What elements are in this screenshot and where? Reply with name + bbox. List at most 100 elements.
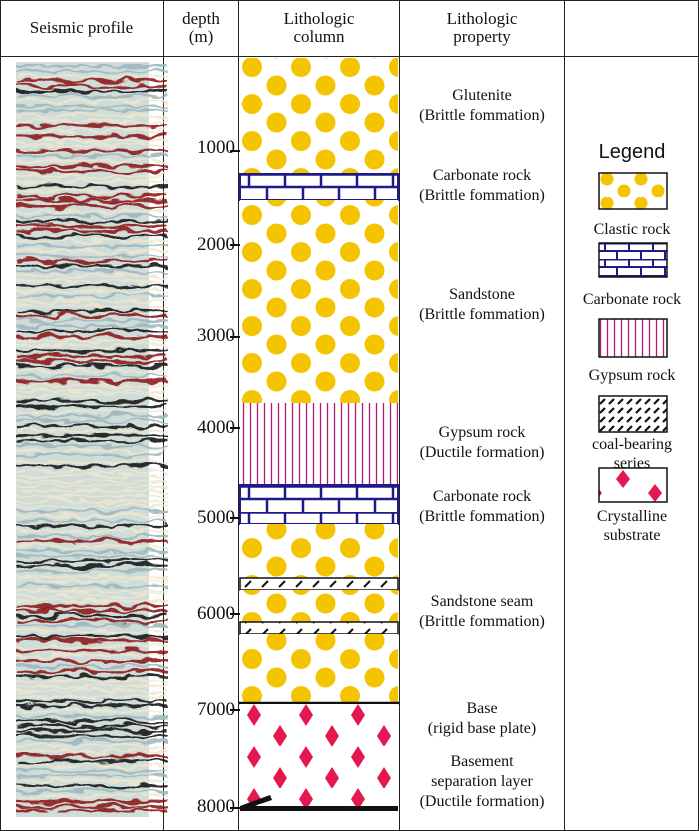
- seismic-reflector: [15, 312, 169, 319]
- seismic-reflector: [15, 498, 169, 504]
- seismic-profile-image: [15, 62, 169, 817]
- seismic-reflector: [15, 88, 169, 94]
- seismic-reflector: [15, 158, 169, 164]
- seismic-reflector: [15, 668, 169, 674]
- seismic-reflector: [15, 653, 169, 659]
- seismic-reflector: [15, 73, 169, 79]
- seismic-reflector: [15, 263, 169, 269]
- seismic-reflector: [15, 289, 169, 294]
- col-border-column: [238, 0, 239, 831]
- seismic-reflector: [15, 93, 169, 99]
- seismic-reflector: [15, 383, 169, 389]
- seismic-reflector: [15, 683, 169, 689]
- depth-tick-5000: 5000: [197, 507, 235, 528]
- seismic-reflector: [15, 193, 169, 199]
- seismic-reflector: [15, 233, 169, 239]
- seismic-reflector: [15, 432, 169, 439]
- seismic-reflector: [15, 558, 169, 564]
- seismic-reflector: [15, 82, 169, 89]
- seismic-reflector: [15, 398, 169, 404]
- seismic-reflector: [15, 418, 169, 424]
- seismic-reflector: [15, 617, 169, 625]
- seismic-reflector: [15, 142, 169, 149]
- seismic-reflector: [15, 673, 169, 680]
- seismic-reflector: [15, 728, 169, 735]
- seismic-reflector: [15, 588, 169, 594]
- seismic-reflector: [15, 613, 169, 619]
- seismic-reflector: [15, 168, 169, 174]
- seismic-reflector: [15, 637, 169, 644]
- seismic-reflector: [15, 633, 169, 640]
- seismic-reflector: [15, 574, 169, 579]
- seismic-reflector: [15, 273, 169, 279]
- seismic-reflector: [15, 468, 169, 474]
- header-lithologic-column: Lithologic column: [283, 9, 355, 46]
- seismic-reflector: [15, 248, 169, 254]
- legend-label-crystalline: Crystalline substrate: [596, 508, 668, 544]
- seismic-reflector: [15, 488, 169, 494]
- depth-tick-6000: 6000: [197, 603, 235, 624]
- layer-sandstone-seam-lower: [240, 634, 398, 703]
- seismic-reflector: [15, 113, 169, 119]
- seismic-reflector: [15, 768, 169, 774]
- table-top-border: [0, 0, 699, 1]
- seismic-reflector: [15, 578, 169, 584]
- seismic-reflector: [15, 718, 169, 724]
- seismic-reflector: [15, 108, 169, 113]
- layer-glutenite: [240, 58, 398, 174]
- seismic-reflector: [15, 178, 169, 184]
- seismic-reflector: [15, 548, 169, 554]
- seismic-reflector: [15, 758, 169, 764]
- header-divider: [0, 56, 699, 57]
- seismic-reflector: [15, 483, 169, 489]
- seismic-reflector: [15, 308, 169, 315]
- seismic-reflector: [15, 197, 169, 204]
- seismic-reflector: [15, 213, 169, 219]
- seismic-reflector: [15, 153, 169, 159]
- seismic-reflector: [15, 538, 169, 544]
- seismic-reflector: [15, 328, 169, 334]
- header-seismic-profile: Seismic profile: [29, 18, 134, 37]
- seismic-reflector: [15, 132, 169, 139]
- legend-label-carbonate: Carbonate rock: [582, 291, 682, 308]
- property-carbonate-upper: Carbonate rock (Brittle fommation): [419, 167, 545, 204]
- seismic-reflector: [15, 408, 169, 414]
- seismic-reflector: [15, 122, 169, 129]
- property-sandstone-seam: Sandstone seam (Brittle fommation): [419, 593, 545, 630]
- legend-label-gypsum: Gypsum rock: [588, 367, 676, 384]
- depth-tick-2000: 2000: [197, 234, 235, 255]
- seismic-reflector: [15, 663, 169, 669]
- seismic-reflector: [15, 513, 169, 519]
- layer-coal-upper: [239, 577, 399, 591]
- legend-swatch-crystalline: [598, 467, 668, 503]
- seismic-reflector: [15, 478, 169, 484]
- seismic-reflector: [15, 622, 169, 629]
- layer-coal-lower: [239, 621, 399, 635]
- seismic-reflector: [15, 593, 169, 599]
- layer-carbonate-lower: [239, 484, 399, 525]
- seismic-reflector: [15, 378, 169, 385]
- seismic-reflector: [15, 567, 169, 574]
- legend-label-coal: coal-bearing series: [592, 436, 672, 472]
- seismic-reflector: [15, 738, 169, 744]
- seismic-reflector: [15, 733, 169, 739]
- layer-crystalline-base: [240, 704, 398, 809]
- seismic-reflector: [15, 253, 169, 259]
- seismic-reflector: [15, 358, 169, 364]
- seismic-reflector: [15, 343, 169, 349]
- seismic-reflector: [15, 413, 169, 419]
- seismic-reflector: [15, 518, 169, 524]
- legend-swatch-clastic: [598, 172, 668, 210]
- property-gypsum: Gypsum rock (Ductile formation): [419, 424, 545, 461]
- seismic-reflector: [15, 473, 169, 479]
- seismic-reflector: [15, 403, 169, 410]
- seismic-reflector: [15, 743, 169, 749]
- seismic-reflector: [15, 209, 169, 214]
- seismic-reflector: [15, 188, 169, 194]
- seismic-reflector: [15, 793, 169, 799]
- seismic-reflector: [15, 227, 169, 234]
- seismic-reflector: [15, 803, 169, 810]
- seismic-reflector: [15, 598, 169, 604]
- seismic-reflector: [15, 428, 169, 434]
- seismic-reflector: [15, 318, 169, 324]
